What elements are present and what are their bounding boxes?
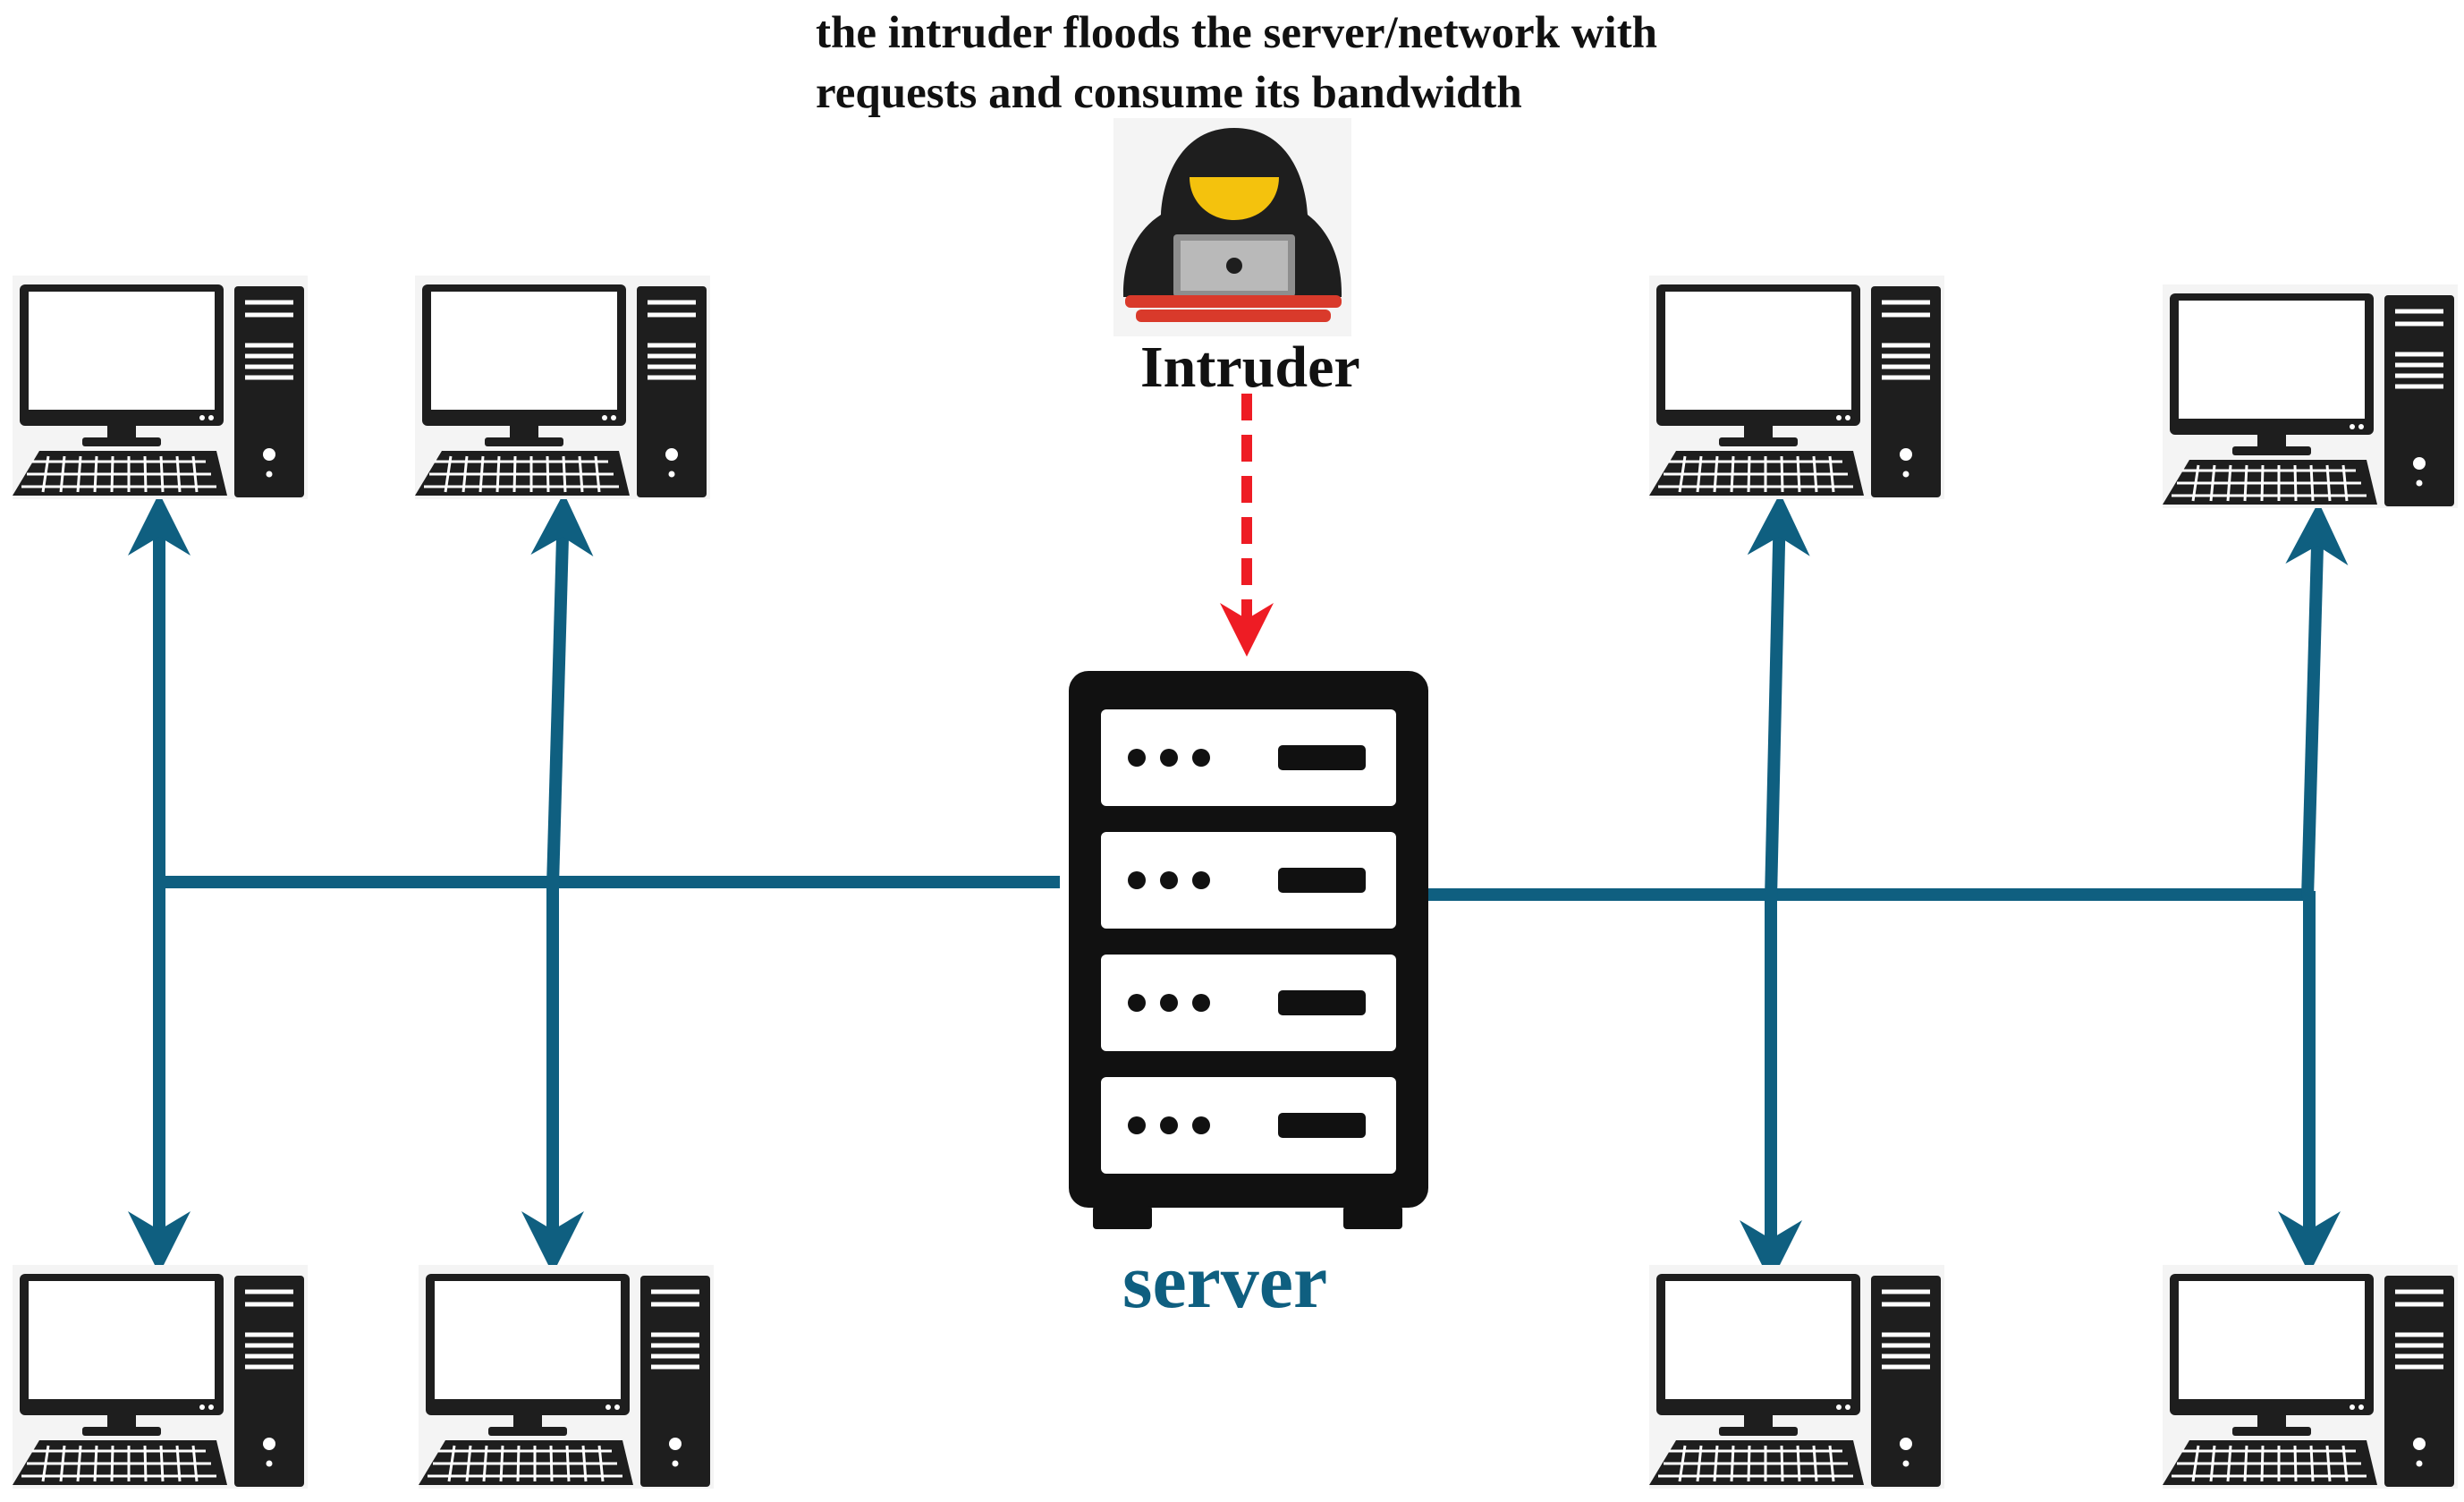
right-network-bus: [1426, 493, 2349, 1283]
desktop-computer-icon: [13, 1265, 308, 1489]
desktop-computer-icon: [1649, 1265, 1944, 1489]
intruder-label: Intruder: [1140, 335, 1360, 400]
left-network-bus: [128, 493, 1060, 1274]
caption-line-2: requests and consume its bandwidth: [816, 68, 1522, 118]
server-label: server: [1122, 1238, 1328, 1324]
hacker-icon: [1113, 118, 1351, 336]
attack-caption: the intruder floods the server/network w…: [816, 4, 1657, 123]
desktop-computer-icon: [13, 276, 308, 499]
desktop-computer-icon: [2163, 284, 2458, 508]
desktop-computer-icon: [415, 276, 710, 499]
desktop-computer-icon: [1649, 276, 1944, 499]
desktop-computer-icon: [2163, 1265, 2458, 1489]
server-rack-icon: [1069, 671, 1428, 1229]
link-arrow-top-right-2: [2285, 502, 2349, 899]
caption-line-1: the intruder floods the server/network w…: [816, 8, 1658, 58]
desktop-computer-icon: [419, 1265, 714, 1489]
link-arrow-top-right-1: [1747, 493, 1810, 899]
link-arrow-top-left-2: [530, 493, 594, 887]
